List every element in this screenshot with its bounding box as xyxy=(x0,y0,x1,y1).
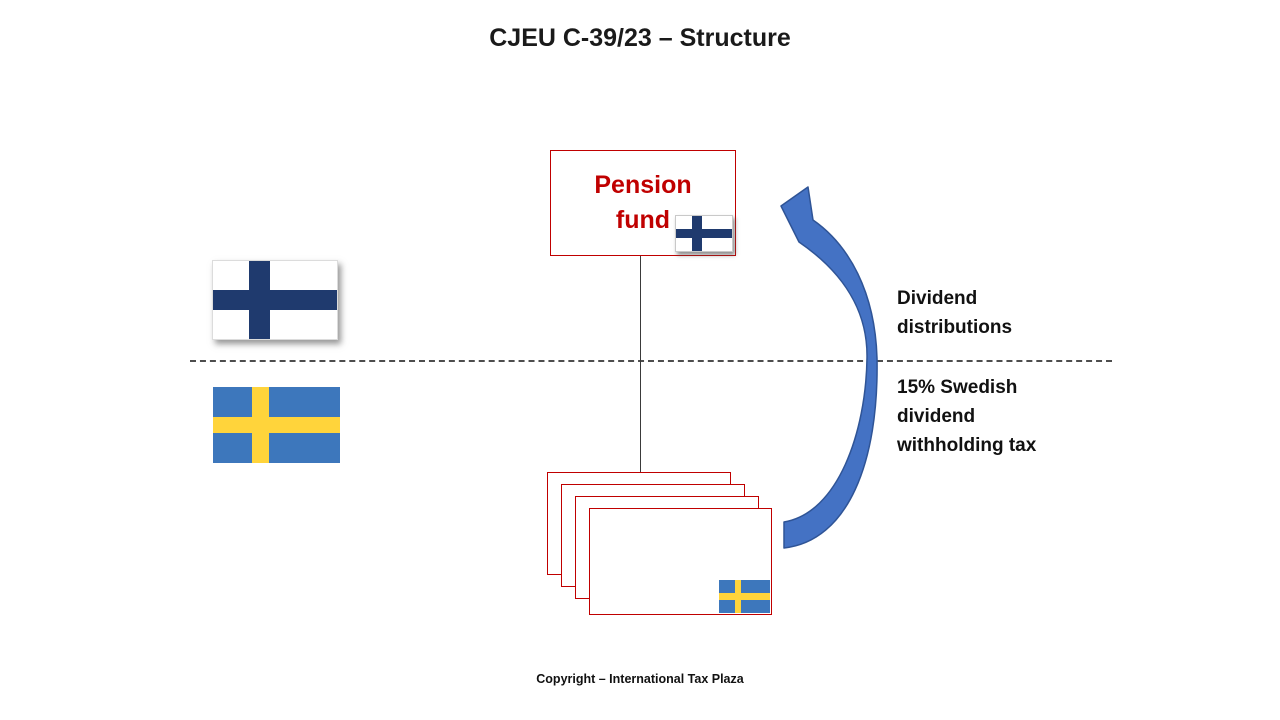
label-line: 15% Swedish xyxy=(897,377,1018,398)
country-border-dashed-line xyxy=(190,360,1112,362)
company-box-front xyxy=(589,508,772,615)
withholding-tax-label: 15% Swedish dividend withholding tax xyxy=(897,373,1036,460)
dividend-distributions-label: Dividend distributions xyxy=(897,284,1012,342)
page-title: CJEU C-39/23 – Structure xyxy=(489,24,791,52)
flag-cross-horizontal xyxy=(676,228,732,239)
label-line: Dividend xyxy=(897,288,978,309)
curved-up-arrow-shape xyxy=(780,186,878,549)
pension-fund-label-line1: Pension xyxy=(594,171,692,199)
dividend-flow-arrow-icon xyxy=(780,186,878,549)
label-line: distributions xyxy=(897,317,1013,338)
flag-cross-horizontal xyxy=(719,593,770,600)
sweden-flag-icon xyxy=(213,387,340,463)
finland-flag-icon xyxy=(212,260,338,340)
label-line: withholding tax xyxy=(897,435,1037,456)
copyright-text: Copyright – International Tax Plaza xyxy=(536,672,744,686)
sweden-flag-small-icon xyxy=(719,580,770,613)
label-line: dividend xyxy=(897,406,976,427)
pension-fund-box: Pension fund xyxy=(550,150,736,256)
finland-flag-small-icon xyxy=(675,215,733,252)
flag-cross-horizontal xyxy=(213,289,337,311)
flag-cross-horizontal xyxy=(213,417,340,433)
pension-fund-label-line2: fund xyxy=(615,206,671,234)
ownership-connector-line xyxy=(640,256,641,472)
